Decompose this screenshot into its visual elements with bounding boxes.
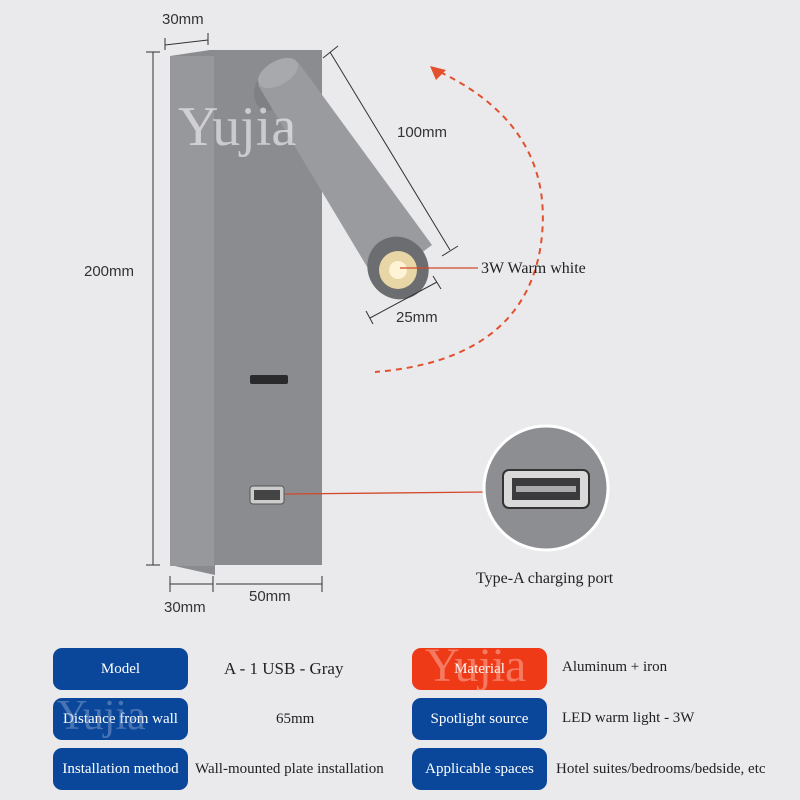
spec-value-spaces: Hotel suites/bedrooms/bedside, etc — [556, 761, 766, 777]
wall-panel — [170, 50, 322, 575]
spec-value-model: A - 1 USB - Gray — [224, 659, 344, 678]
spec-label-material: Material — [412, 648, 547, 690]
switch — [250, 375, 288, 384]
spec-value-distance: 65mm — [276, 711, 315, 727]
spec-label-model: Model — [53, 648, 188, 690]
spec-value-material: Aluminum + iron — [562, 659, 668, 675]
usb-closeup — [482, 424, 610, 552]
usb-port — [249, 485, 285, 505]
product-illustration — [146, 33, 610, 592]
spec-label-spaces: Applicable spaces — [412, 748, 547, 790]
dim-bottom-depth: 30mm — [164, 599, 206, 616]
spec-label-distance: Distance from wall — [53, 698, 188, 740]
dim-width: 50mm — [249, 588, 291, 605]
dimension-lines — [146, 33, 459, 592]
spec-value-spotlight: LED warm light - 3W — [562, 710, 695, 726]
dim-top-depth: 30mm — [162, 11, 204, 28]
dim-arm-length: 100mm — [397, 124, 448, 141]
spec-label-spotlight: Spotlight source — [412, 698, 547, 740]
light-callout: 3W Warm white — [481, 260, 586, 277]
rotation-arrow-icon — [374, 66, 544, 373]
spec-label-installation: Installation method — [53, 748, 188, 790]
usb-callout: Type-A charging port — [476, 570, 614, 587]
spec-value-installation: Wall-mounted plate installation — [195, 761, 384, 777]
dim-height: 200mm — [84, 263, 135, 280]
dim-head-diameter: 25mm — [396, 309, 438, 326]
spotlight-arm — [254, 57, 432, 300]
